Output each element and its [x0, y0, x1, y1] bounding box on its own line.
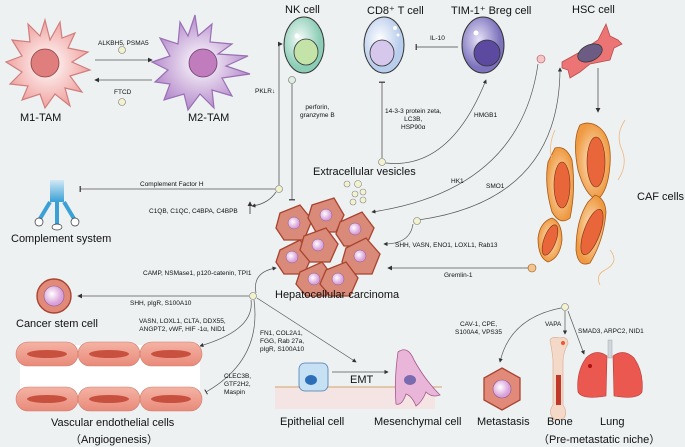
vascular-endothelial-cells	[15, 341, 203, 412]
caf-cells	[537, 119, 626, 286]
label-hsc-cell: HSC cell	[572, 4, 615, 16]
label-bone: Bone	[547, 416, 573, 428]
hsc-cell	[561, 22, 623, 79]
m2-tam-cell	[150, 14, 251, 112]
vesicle-dot	[118, 46, 126, 54]
edge-alkbh5: ALKBH5, PSMA5	[98, 40, 149, 47]
label-mesenchymal-cell: Mesenchymal cell	[374, 416, 462, 428]
label-cancer-stem-cell: Cancer stem cell	[16, 318, 98, 330]
edge-smo1: SMO1	[486, 183, 505, 190]
m1-tam-cell	[4, 17, 92, 110]
edge-smad3: SMAD3, ARPC2, NID1	[578, 328, 644, 335]
metastasis-cell	[483, 367, 521, 411]
label-nk-cell: NK cell	[285, 4, 320, 16]
label-tim1-breg: TIM-1⁺ Breg cell	[451, 5, 532, 17]
label-emt: EMT	[350, 374, 374, 386]
edge-shh-vasn: SHH, VASN, ENO1, LOXL1, Rab13	[395, 242, 498, 249]
edge-ftcd: FTCD	[114, 89, 132, 96]
vesicle-dot	[118, 98, 126, 106]
label-pre-metastatic: （Pre-metastatic niche）	[538, 434, 661, 446]
label-extracellular-vesicles: Extracellular vesicles	[313, 166, 416, 178]
edge-c1qb: C1QB, C1QC, C4BPA, C4BPB	[149, 208, 238, 215]
epithelial-cell	[298, 362, 329, 392]
edge-complement-factor-h: Complement Factor H	[140, 181, 204, 188]
edge-shh-pigr: SHH, pIgR, S100A10	[130, 300, 192, 307]
label-cd8-t-cell: CD8⁺ T cell	[367, 5, 424, 17]
label-m2-tam: M2-TAM	[188, 112, 230, 124]
hcc-nuclei	[285, 208, 367, 286]
label-vascular-endothelial: Vascular endothelial cells	[51, 417, 175, 429]
mesenchymal-cell	[394, 349, 441, 407]
edge-il10: IL-10	[430, 35, 445, 42]
label-epithelial-cell: Epithelial cell	[280, 416, 345, 428]
extracellular-vesicle-cluster	[343, 180, 367, 206]
edge-pklr: PKLR↓	[255, 88, 276, 95]
edge-gremlin: Gremlin-1	[444, 272, 473, 279]
complement-system-icon	[34, 180, 80, 231]
edge-cav1: CAV-1, CPE, S100A4, VPS35	[455, 321, 502, 336]
cancer-stem-cell	[36, 278, 72, 314]
tim1-breg-cell	[461, 16, 505, 74]
label-angiogenesis: （Angiogenesis）	[70, 434, 159, 446]
cd8-t-cell	[363, 16, 405, 74]
edge-hmgb1: HMGB1	[474, 112, 498, 119]
label-lung: Lung	[600, 416, 625, 428]
bone-icon	[549, 337, 569, 421]
label-hcc: Hepatocellular carcinoma	[275, 289, 400, 301]
edge-clec3b: CLEC3B, GTF2H2, Maspin	[224, 373, 252, 396]
edge-vasn-loxl1: VASN, LOXL1, CLTA, DDX55, ANGPT2, vWF, H…	[139, 318, 226, 333]
edge-protein-zeta: 14-3-3 protein zeta, LC3B, HSP90α	[385, 108, 442, 131]
edge-fn1: FN1, COL2A1, FGG, Rab 27a, pIgR, S100A10	[260, 330, 305, 353]
label-caf-cells: CAF cells	[637, 191, 685, 203]
edge-perforin: perforin, granzyme B	[300, 104, 335, 119]
edge-vapa: VAPA	[545, 321, 562, 328]
label-complement-system: Complement system	[11, 233, 112, 245]
nk-cell	[283, 16, 325, 74]
edge-hk1: HK1	[451, 178, 464, 185]
edge-camp: CAMP, NSMase1, p120-catenin, TPI1	[143, 270, 252, 277]
label-metastasis: Metastasis	[477, 416, 530, 428]
label-m1-tam: M1-TAM	[20, 112, 62, 124]
lung-icon	[577, 339, 643, 398]
